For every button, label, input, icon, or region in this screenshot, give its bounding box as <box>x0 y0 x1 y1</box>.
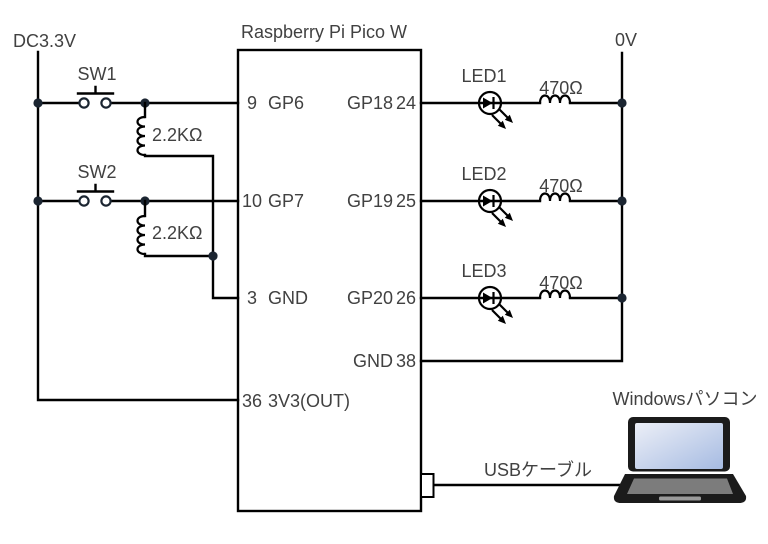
ground-rail-label: 0V <box>615 30 637 50</box>
resistor-coil-icon <box>136 214 146 256</box>
pin-name: 3V3(OUT) <box>268 391 350 411</box>
led-branch-3: LED3 470Ω <box>419 261 627 324</box>
resistor-coil-icon <box>538 192 572 202</box>
resistor-value: 470Ω <box>539 78 583 98</box>
led-circle-icon <box>477 90 503 116</box>
led-label: LED2 <box>461 164 506 184</box>
switch-sw1: SW1 <box>33 64 240 109</box>
pin-number: 36 <box>242 391 262 411</box>
resistor-value: 470Ω <box>539 176 583 196</box>
junction-dot <box>617 196 627 206</box>
pin-number: 25 <box>396 191 416 211</box>
pin-number: 38 <box>396 351 416 371</box>
pico-module: Raspberry Pi Pico W 9 GP6 10 GP7 3 GND 3… <box>236 22 423 513</box>
pin-number: 26 <box>396 288 416 308</box>
junction-dot <box>617 293 627 303</box>
led-circle-icon <box>477 285 503 311</box>
junction-dot <box>33 196 43 206</box>
arrowhead-icon <box>504 212 513 221</box>
ground-rail-wire <box>419 51 624 363</box>
pico-title: Raspberry Pi Pico W <box>241 22 407 42</box>
switch-label: SW2 <box>77 162 116 182</box>
led-emission-arrows <box>491 206 509 223</box>
resistor-coil-icon <box>136 115 146 157</box>
laptop-touchpad <box>659 496 701 501</box>
pull-resistor-1: 2.2KΩ <box>136 101 202 157</box>
switch-contact-icon <box>100 97 112 109</box>
pin-name: GP20 <box>347 288 393 308</box>
pin-number: 10 <box>242 191 262 211</box>
arrowhead-icon <box>504 114 513 123</box>
led-circle-icon <box>477 188 503 214</box>
ground-rail: 0V <box>419 30 637 363</box>
pushbutton-actuator-icon <box>76 85 115 95</box>
switch-contact-icon <box>100 195 112 207</box>
power-rail: DC3.3V <box>13 31 240 402</box>
led-emission-arrows <box>491 108 509 125</box>
pin-name: GND <box>353 351 393 371</box>
arrowhead-icon <box>497 315 506 324</box>
windows-pc: Windowsパソコン <box>612 389 758 503</box>
pin-number: 9 <box>247 93 257 113</box>
wire <box>143 252 215 258</box>
arrowhead-icon <box>504 309 513 318</box>
laptop-icon <box>613 417 747 503</box>
usb-cable-label: USBケーブル <box>484 459 592 480</box>
pico-outline <box>236 48 423 513</box>
led-branch-1: LED1 470Ω <box>419 66 627 129</box>
junction-dot <box>33 98 43 108</box>
pin-name: GP6 <box>268 93 304 113</box>
diode-triangle-icon <box>483 97 493 109</box>
pin-name: GND <box>268 288 308 308</box>
switch-sw2: SW2 <box>33 162 240 207</box>
pin-name: GP19 <box>347 191 393 211</box>
pc-label: Windowsパソコン <box>612 389 757 409</box>
switch-label: SW1 <box>77 64 116 84</box>
wire <box>143 153 240 300</box>
switch-contact-icon <box>78 97 90 109</box>
led-label: LED1 <box>461 66 506 86</box>
diode-triangle-icon <box>483 195 493 207</box>
resistor-value: 2.2KΩ <box>152 125 202 145</box>
usb-connector-icon <box>420 473 435 498</box>
resistor-coil-icon <box>538 94 572 104</box>
led-emission-arrows <box>491 303 509 320</box>
gnd-collector <box>143 153 240 300</box>
power-rail-label: DC3.3V <box>13 31 76 51</box>
pin-number: 3 <box>247 288 257 308</box>
switch-contact-icon <box>78 195 90 207</box>
resistor-coil-icon <box>538 289 572 299</box>
arrowhead-icon <box>497 120 506 129</box>
led-branch-2: LED2 470Ω <box>419 164 627 227</box>
power-rail-wire <box>36 50 240 402</box>
junction-dot <box>617 98 627 108</box>
diode-triangle-icon <box>483 292 493 304</box>
pushbutton-actuator-icon <box>76 183 115 193</box>
arrowhead-icon <box>497 218 506 227</box>
resistor-value: 2.2KΩ <box>152 223 202 243</box>
usb-connection: USBケーブル <box>420 459 642 498</box>
pin-number: 24 <box>396 93 416 113</box>
pull-resistor-2: 2.2KΩ <box>136 199 215 258</box>
pin-name: GP7 <box>268 191 304 211</box>
laptop-screen <box>635 423 723 469</box>
resistor-value: 470Ω <box>539 273 583 293</box>
led-label: LED3 <box>461 261 506 281</box>
junction-dot <box>208 251 218 261</box>
pin-name: GP18 <box>347 93 393 113</box>
laptop-keyboard <box>627 478 733 494</box>
